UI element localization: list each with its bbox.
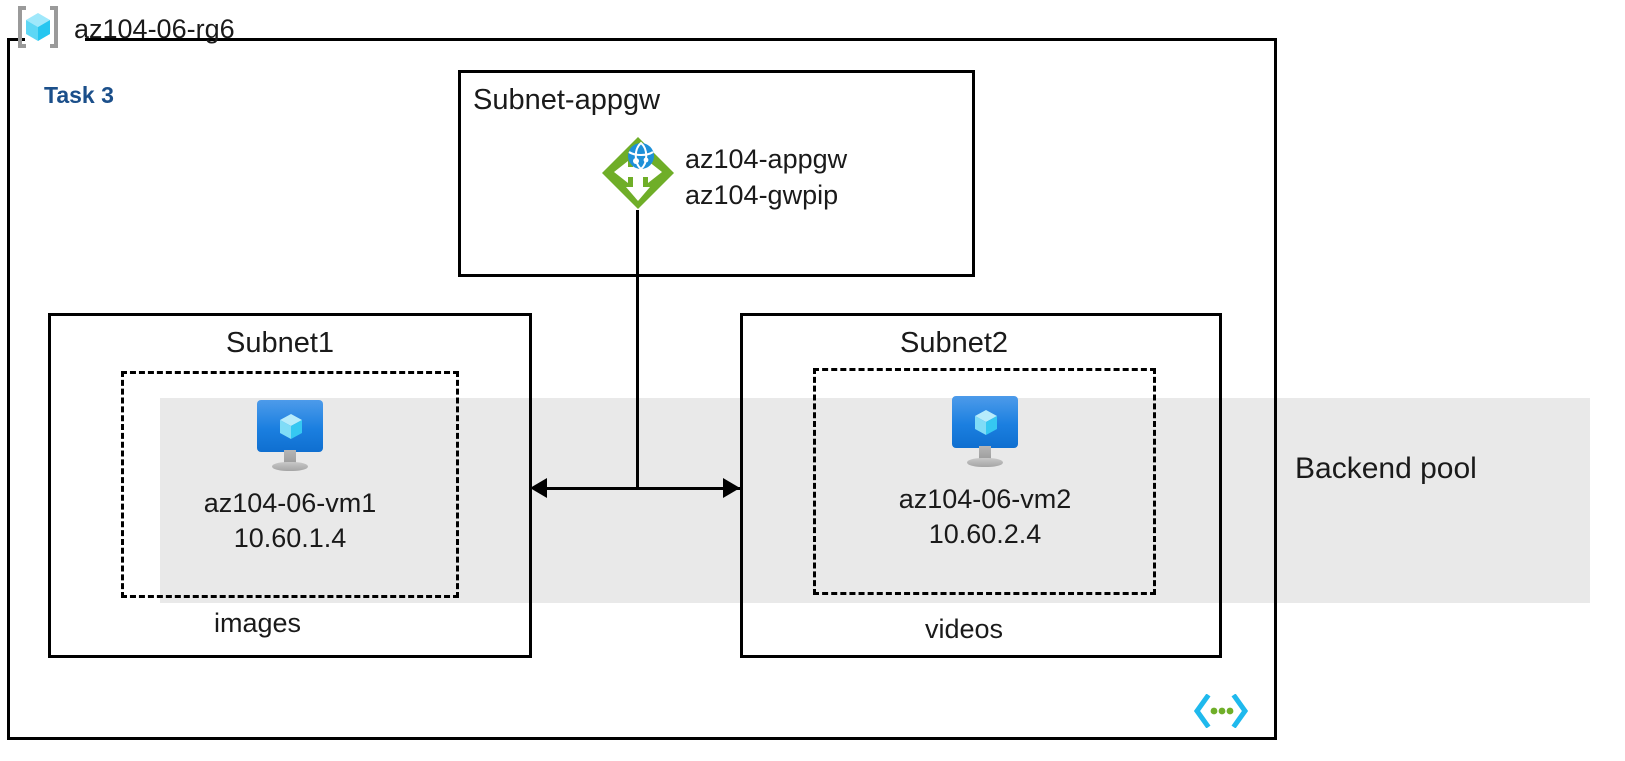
subnet1-dashed-group <box>121 371 459 598</box>
resource-group-top-border-right <box>85 38 1277 41</box>
vm2-name: az104-06-vm2 <box>898 484 1072 514</box>
resource-group-cube-icon <box>14 4 62 55</box>
subnet-interconnect-line <box>534 487 740 490</box>
virtual-machine-icon <box>251 400 329 474</box>
connector-arrow-right <box>723 478 740 498</box>
connector-arrow-left <box>530 478 547 498</box>
vm2-ip-address: 10.60.2.4 <box>928 518 1042 549</box>
subnet-appgw-box <box>458 70 975 277</box>
code-brackets-icon <box>1193 693 1249 729</box>
subnet-appgw-title: Subnet-appgw <box>473 84 661 116</box>
appgw-public-ip-name: az104-gwpip <box>685 179 839 210</box>
vm1-ip-address: 10.60.1.4 <box>233 522 347 553</box>
vm1-block: az104-06-vm1 10.60.1.4 <box>140 400 440 555</box>
backend-pool-label: Backend pool <box>1295 452 1477 485</box>
virtual-machine-icon <box>946 396 1024 470</box>
application-gateway-icon <box>598 133 678 213</box>
resource-group-header: az104-06-rg6 <box>14 4 235 55</box>
resource-group-name: az104-06-rg6 <box>74 14 235 44</box>
vm1-name: az104-06-vm1 <box>203 488 377 518</box>
resource-group-frame <box>7 38 1277 740</box>
subnet1-title: Subnet1 <box>226 327 335 359</box>
resource-group-top-border-left <box>7 38 25 41</box>
gateway-to-backend-connector <box>636 210 639 488</box>
task-label: Task 3 <box>44 82 114 108</box>
subnet2-dashed-group <box>813 368 1156 595</box>
subnet2-title: Subnet2 <box>900 327 1009 359</box>
subnet2-footer-label: videos <box>925 614 1004 644</box>
subnet1-footer-label: images <box>214 608 302 638</box>
subnet2-box <box>740 313 1222 658</box>
application-gateway-labels: az104-appgw az104-gwpip <box>685 142 847 214</box>
appgw-resource-name: az104-appgw <box>685 144 848 174</box>
backend-pool-band <box>160 398 1590 603</box>
vm2-block: az104-06-vm2 10.60.2.4 <box>835 396 1135 551</box>
